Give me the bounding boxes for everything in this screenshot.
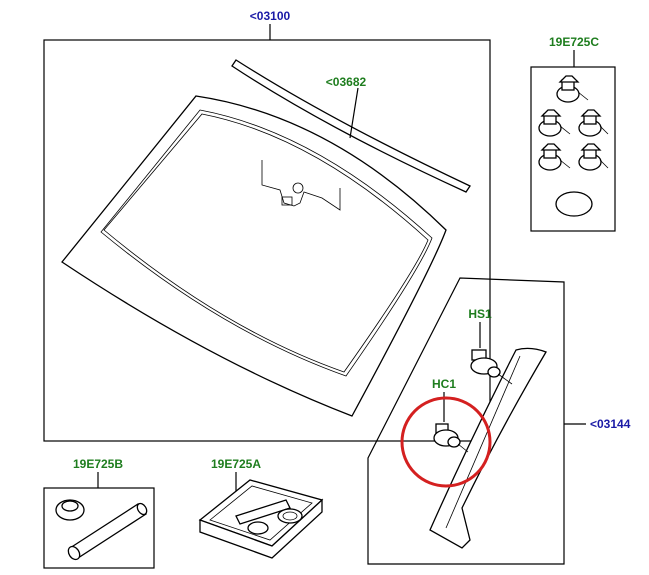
windshield-moulding bbox=[231, 59, 471, 193]
clip-hs1 bbox=[470, 349, 513, 385]
label-hs1: HS1 bbox=[468, 307, 492, 321]
mirror-mount-outline bbox=[261, 160, 341, 211]
clip-hc1 bbox=[433, 423, 469, 453]
label-03682: <03682 bbox=[326, 75, 367, 89]
kit-a-wire-coil bbox=[277, 508, 303, 524]
clip-kit-c-frame bbox=[530, 66, 616, 232]
windshield-glass bbox=[61, 95, 447, 417]
clip-c-1 bbox=[556, 75, 589, 103]
windshield-panel-frame bbox=[43, 39, 491, 442]
pillar-trim-edge bbox=[445, 355, 521, 529]
label-hc1: HC1 bbox=[432, 377, 456, 391]
kit-b-tube-end bbox=[67, 545, 81, 561]
clip-c-5 bbox=[578, 143, 609, 171]
moulding-leader bbox=[349, 87, 359, 139]
mirror-mount-sensor bbox=[281, 196, 293, 206]
label-03144: <03144 bbox=[590, 417, 631, 431]
kit-b-panel: 19E725B bbox=[43, 457, 155, 569]
windshield-panel: <03100 <03682 bbox=[43, 9, 491, 442]
windshield-inner-border bbox=[100, 109, 433, 377]
clip-kit-c-panel: 19E725C bbox=[530, 35, 616, 232]
highlight-circle bbox=[400, 396, 492, 488]
kit-a-wire-coil-inner bbox=[282, 511, 298, 521]
label-19e725a: 19E725A bbox=[211, 457, 261, 471]
kit-b-frame bbox=[43, 487, 155, 569]
mirror-mount-button bbox=[292, 182, 304, 194]
pillar-trim-panel: <03144 HS1 HC1 bbox=[367, 277, 631, 565]
kit-a-roll bbox=[247, 521, 269, 535]
clip-c-3 bbox=[578, 109, 609, 137]
clip-c-4 bbox=[538, 143, 571, 171]
kit-a-panel: 19E725A bbox=[198, 457, 324, 559]
kit-a-box-inner bbox=[209, 485, 313, 541]
label-19e725c: 19E725C bbox=[549, 35, 599, 49]
kit-a-cartridge bbox=[235, 499, 291, 525]
kit-b-nozzle bbox=[55, 499, 85, 521]
kit-a-box-side bbox=[199, 498, 323, 559]
windshield-inner-border-2 bbox=[103, 113, 429, 373]
pillar-trim-frame bbox=[367, 277, 565, 565]
kit-b-tube-tip bbox=[136, 502, 148, 516]
o-ring-seal bbox=[555, 191, 593, 217]
label-03100: <03100 bbox=[250, 9, 291, 23]
clip-c-2 bbox=[538, 109, 571, 137]
label-19e725b: 19E725B bbox=[73, 457, 123, 471]
